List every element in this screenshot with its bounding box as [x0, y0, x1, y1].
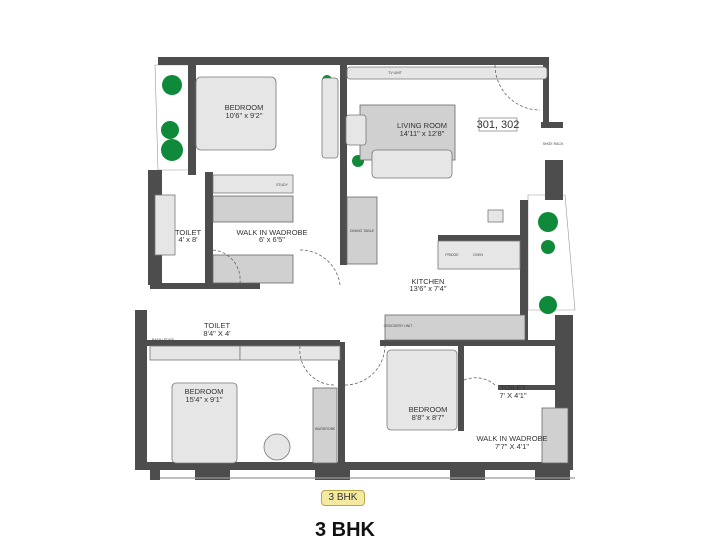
- svg-text:10'6" x 9'2": 10'6" x 9'2": [226, 111, 263, 120]
- svg-text:13'6" x 7'4": 13'6" x 7'4": [410, 284, 447, 293]
- svg-text:WALK IN WADROBE: WALK IN WADROBE: [236, 228, 307, 237]
- svg-text:7' X 4'1": 7' X 4'1": [499, 391, 527, 400]
- svg-text:TOILET: TOILET: [204, 321, 231, 330]
- plan-type-badge: 3 BHK: [321, 490, 365, 506]
- page-title: 3 BHK: [314, 519, 375, 541]
- bed-1: [195, 76, 277, 151]
- bed-2: [171, 382, 238, 464]
- door-swings: [212, 64, 541, 386]
- walls: [135, 57, 573, 480]
- unit-number: 301, 302: [477, 119, 520, 131]
- svg-text:TOILET: TOILET: [175, 228, 202, 237]
- dining-table: [346, 196, 378, 265]
- svg-text:TOILET: TOILET: [500, 383, 527, 392]
- wardrobe-2: [312, 387, 338, 464]
- svg-text:CROCKERY UNIT: CROCKERY UNIT: [384, 324, 414, 328]
- kitchen-counter: [384, 314, 526, 341]
- svg-text:14'11" x 12'8": 14'11" x 12'8": [400, 129, 445, 138]
- svg-text:BATH LEDGE: BATH LEDGE: [152, 338, 175, 342]
- unit-number-box: [478, 117, 518, 132]
- svg-text:FRIDGE: FRIDGE: [445, 253, 459, 257]
- svg-text:TV UNIT: TV UNIT: [388, 71, 402, 75]
- svg-text:KITCHEN: KITCHEN: [412, 277, 445, 286]
- svg-text:4' x 8': 4' x 8': [178, 235, 198, 244]
- sofa: [371, 149, 453, 179]
- svg-text:6' x 6'5": 6' x 6'5": [259, 235, 285, 244]
- fixture-labels: TV UNIT DINING TABLE FRIDGE OVEN STUDY S…: [152, 71, 564, 431]
- svg-text:LIVING ROOM: LIVING ROOM: [397, 121, 447, 130]
- svg-text:8'8" x 8'7": 8'8" x 8'7": [412, 413, 445, 422]
- wardrobe-3: [541, 407, 569, 464]
- svg-text:OVEN: OVEN: [473, 253, 483, 257]
- svg-text:15'4" x 9'1": 15'4" x 9'1": [186, 395, 223, 404]
- svg-text:BEDROOM: BEDROOM: [185, 387, 224, 396]
- svg-text:BEDROOM: BEDROOM: [409, 405, 448, 414]
- svg-text:WALK IN WADROBE: WALK IN WADROBE: [476, 434, 547, 443]
- study-2: [239, 345, 341, 361]
- tv-unit-2: [346, 66, 548, 80]
- armchair: [345, 114, 367, 146]
- round-table: [263, 433, 291, 461]
- svg-text:8'4" X 4': 8'4" X 4': [203, 329, 231, 338]
- study-1: [212, 174, 294, 194]
- bed-3: [386, 349, 458, 431]
- toilet-1-ledge: [154, 194, 176, 256]
- kitchen-counter-top: [437, 240, 521, 270]
- wardrobe-1a: [212, 195, 294, 223]
- wardrobe-1b: [212, 254, 294, 284]
- svg-text:DINING TABLE: DINING TABLE: [350, 229, 375, 233]
- tv-unit-1: [321, 77, 339, 159]
- tv-unit-3: [149, 345, 241, 361]
- svg-text:STUDY: STUDY: [276, 183, 289, 187]
- svg-text:7'7" X 4'1": 7'7" X 4'1": [495, 442, 529, 451]
- svg-text:WARDROBE: WARDROBE: [315, 427, 336, 431]
- svg-text:SHOE RACK: SHOE RACK: [543, 142, 564, 146]
- fridge-box: [487, 209, 504, 223]
- svg-text:BEDROOM: BEDROOM: [225, 103, 264, 112]
